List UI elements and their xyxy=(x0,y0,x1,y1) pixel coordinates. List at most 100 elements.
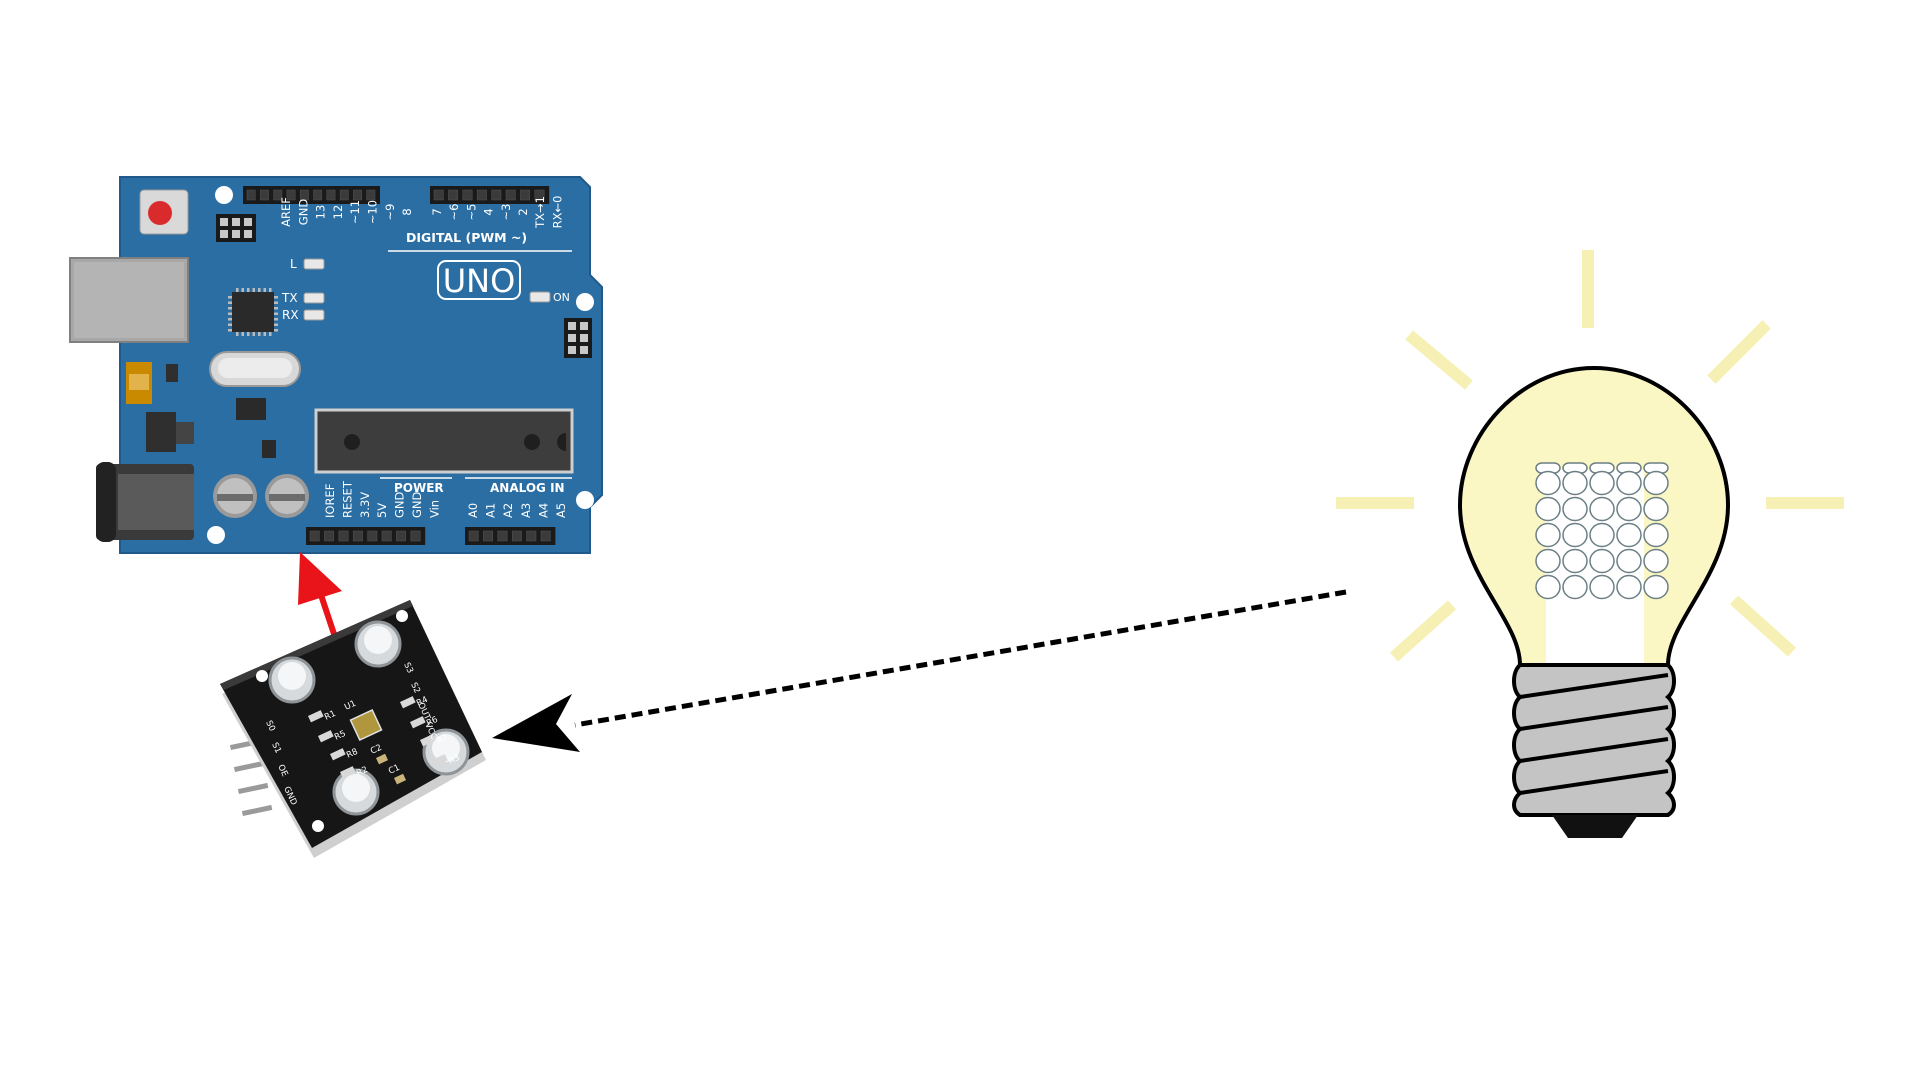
ray xyxy=(1707,320,1771,384)
icsp-header xyxy=(216,214,256,242)
polyfuse-center xyxy=(129,374,149,390)
smd-resistor xyxy=(318,730,334,743)
header-socket xyxy=(540,530,551,542)
led-element xyxy=(1616,496,1642,522)
chip-label: U1 xyxy=(343,699,358,713)
resistor-label: R6 xyxy=(425,715,439,729)
pin-label: GND xyxy=(393,491,407,518)
header-socket xyxy=(476,189,487,201)
header-socket xyxy=(246,189,256,201)
capacitor-label: C2 xyxy=(369,743,384,757)
header-socket xyxy=(313,189,323,201)
led-element xyxy=(1535,470,1561,496)
uno-logo: UNO xyxy=(443,262,516,300)
smd-resistor xyxy=(432,754,448,767)
led-element xyxy=(1589,548,1615,574)
led-element xyxy=(1616,470,1642,496)
led-element xyxy=(1589,496,1615,522)
led-element xyxy=(1616,548,1642,574)
header-socket xyxy=(410,530,421,542)
pin-label: 8 xyxy=(400,208,414,215)
header-socket xyxy=(511,530,522,542)
resistor-label: R4 xyxy=(415,695,429,709)
signal-arrow xyxy=(298,552,342,643)
led-tx xyxy=(303,292,325,304)
icsp-pin xyxy=(220,218,228,226)
led-l xyxy=(303,258,325,270)
pin-label: 2 xyxy=(516,208,530,215)
pin-label: ~6 xyxy=(447,204,461,221)
capacitor-label: C1 xyxy=(387,763,402,777)
led-label-on: ON xyxy=(553,291,570,304)
led-element xyxy=(1643,522,1669,548)
digital-header-left xyxy=(243,186,380,204)
light-rays xyxy=(1336,250,1844,662)
ray xyxy=(1390,600,1456,662)
power-header xyxy=(306,527,426,545)
chip-dot xyxy=(344,434,360,450)
led-label-tx: TX xyxy=(281,291,298,305)
pin-label: Vin xyxy=(427,500,441,518)
header-socket xyxy=(505,189,516,201)
pin-label: 7 xyxy=(430,208,444,215)
usb-connector-shade xyxy=(74,262,184,338)
header-socket xyxy=(497,530,508,542)
led-label-l: L xyxy=(290,257,297,271)
capacitor-2 xyxy=(265,474,309,518)
header-socket xyxy=(534,189,545,201)
icsp-pin xyxy=(568,322,576,330)
header-socket xyxy=(483,530,494,542)
led-on xyxy=(529,291,551,303)
pin-label: ~11 xyxy=(348,200,362,224)
led-element xyxy=(1589,522,1615,548)
sensor-chip-u1 xyxy=(349,708,383,742)
usb-chip-pins xyxy=(228,288,278,336)
icsp-pin xyxy=(580,322,588,330)
led-element xyxy=(1643,470,1669,496)
bulb-base-threads xyxy=(1519,673,1669,795)
mounting-hole xyxy=(576,491,594,509)
led-rx xyxy=(303,309,325,321)
smd-resistor xyxy=(419,734,436,747)
header-socket xyxy=(526,530,537,542)
led-label-rx: RX xyxy=(282,308,299,322)
led-element xyxy=(1616,574,1642,600)
pin-label: RESET xyxy=(340,480,354,518)
mounting-hole xyxy=(215,186,233,204)
crystal-inner xyxy=(218,358,292,378)
pin-label: GND xyxy=(410,491,424,518)
power-jack-body xyxy=(118,474,194,530)
led-filament-matrix xyxy=(1535,462,1669,600)
pin-label: IOREF xyxy=(323,484,337,518)
icsp-pin xyxy=(580,334,588,342)
header-socket xyxy=(352,530,363,542)
icsp-pin xyxy=(244,218,252,226)
smd-resistor xyxy=(340,766,356,779)
led-element xyxy=(1643,574,1669,600)
smd-resistor xyxy=(400,696,416,709)
led-element xyxy=(1562,522,1588,548)
pin-label: 4 xyxy=(482,208,496,215)
power-jack-front xyxy=(96,462,116,542)
pin-label: GND xyxy=(296,199,310,226)
sensor-pin-label: S0 xyxy=(263,719,277,733)
ray xyxy=(1582,250,1594,328)
header-body xyxy=(430,186,550,204)
small-transistor xyxy=(166,364,178,382)
ray xyxy=(1405,330,1473,390)
header-socket xyxy=(299,189,309,201)
header-body xyxy=(306,527,426,545)
smd-resistor xyxy=(307,710,324,723)
signal-arrow-head xyxy=(298,552,342,605)
analog-header xyxy=(465,527,556,545)
smd-capacitor xyxy=(376,753,389,765)
mounting-hole xyxy=(576,293,594,311)
header-socket xyxy=(324,530,335,542)
pin-label: 12 xyxy=(331,205,345,220)
pin-label: A3 xyxy=(519,503,533,518)
sensor-pin-label: S2 xyxy=(408,681,422,695)
resistor-label: R8 xyxy=(345,747,359,761)
sensor-hole xyxy=(396,610,408,622)
